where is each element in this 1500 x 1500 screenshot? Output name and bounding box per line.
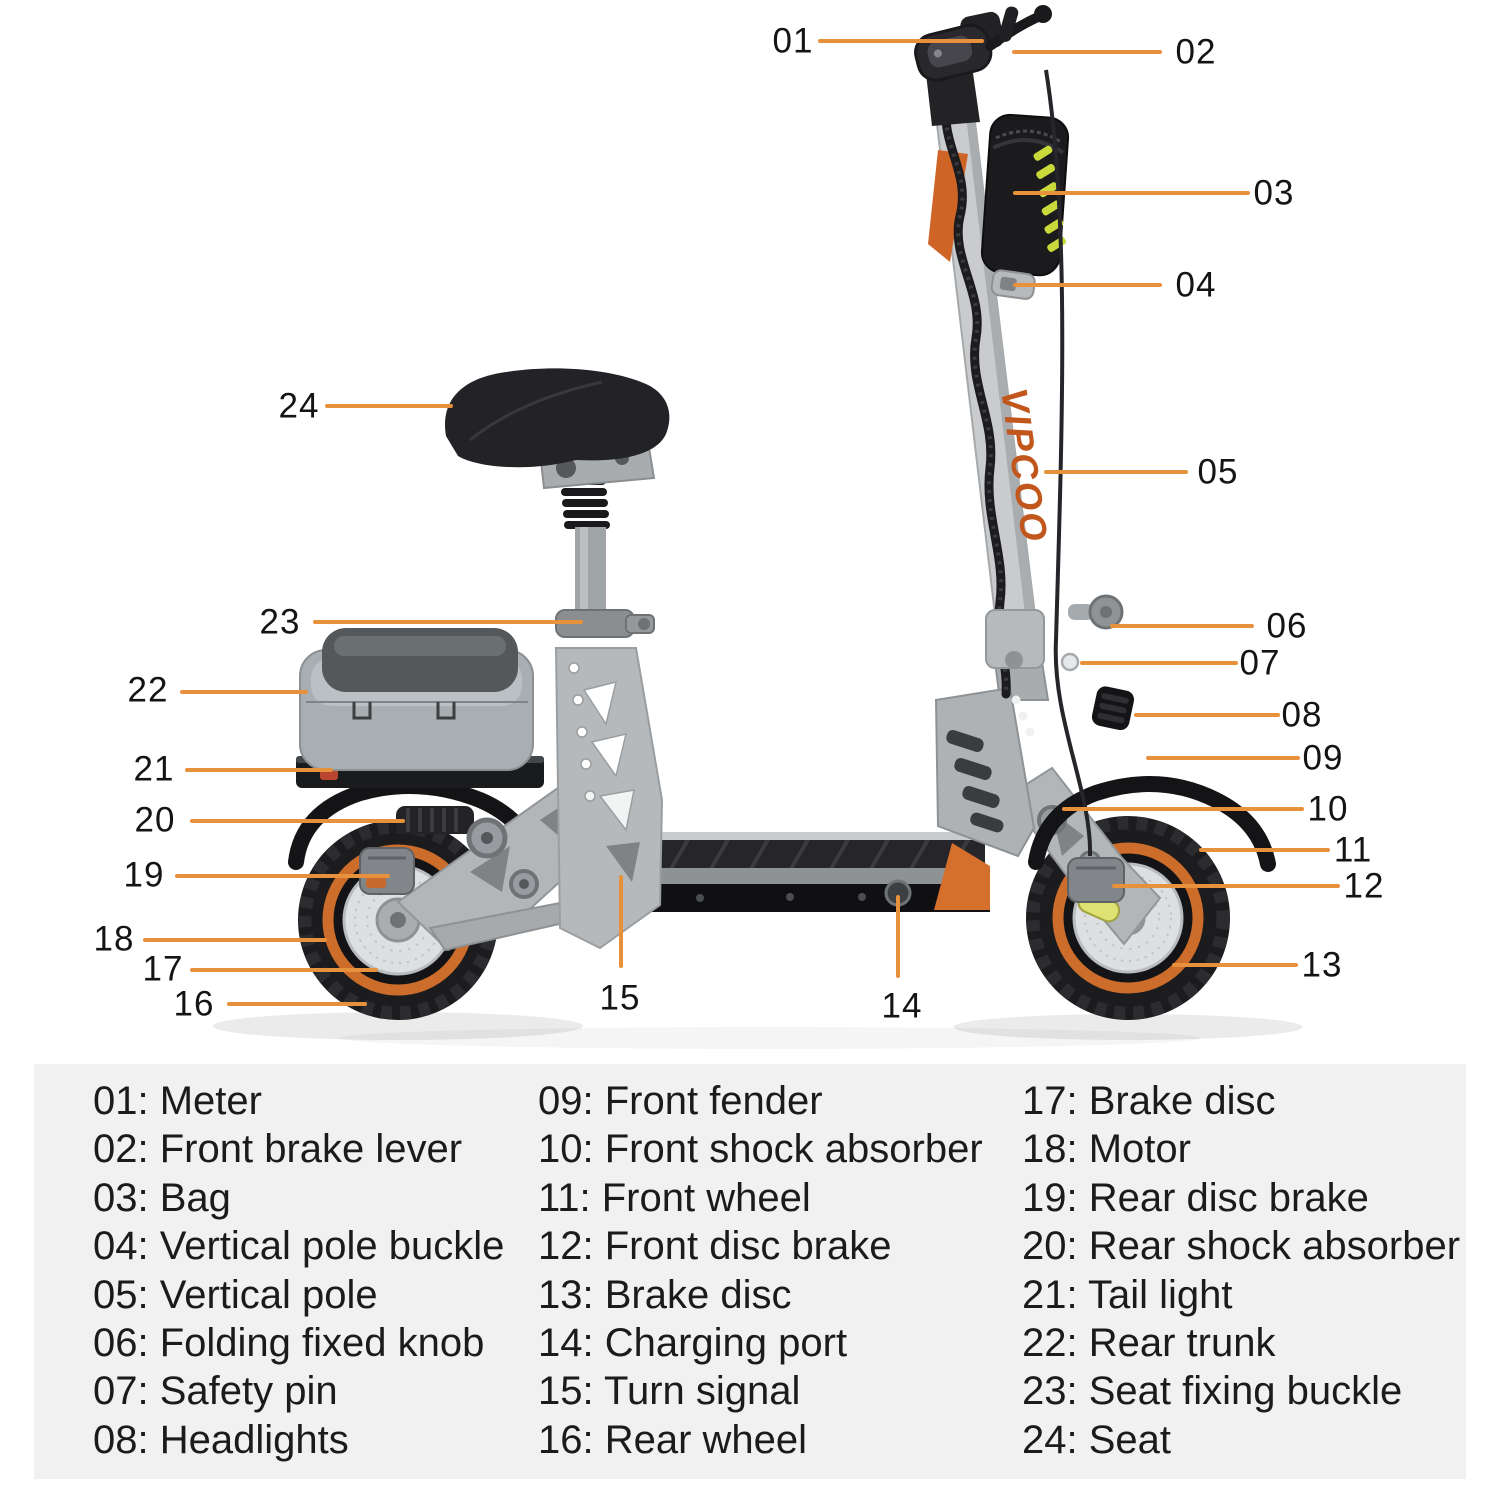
rear-shock-absorber [396, 806, 474, 834]
callout-number-rear-disc-brake: 19 [123, 855, 165, 895]
legend-item-03: 03: Bag [93, 1175, 231, 1220]
ground-shadow [213, 1012, 1303, 1049]
leader-line-front-brake-lever [1012, 49, 1162, 55]
legend-item-06: 06: Folding fixed knob [93, 1321, 485, 1366]
callout-number-motor: 18 [93, 919, 135, 959]
handlebar [914, 5, 1052, 126]
leader-line-rear-disc-brake [175, 873, 390, 879]
leader-line-seat-fixing-buckle [313, 619, 583, 625]
scooter-illustration: VIPCOO [213, 5, 1303, 1049]
legend-item-15: 15: Turn signal [538, 1369, 801, 1414]
front-brake-caliper [1067, 857, 1125, 903]
legend-item-04: 04: Vertical pole buckle [93, 1224, 505, 1269]
leader-line-bag [1013, 190, 1250, 196]
leader-line-rear-wheel [227, 1001, 367, 1007]
callout-number-front-shock-absorber: 10 [1307, 789, 1349, 829]
legend-item-24: 24: Seat [1022, 1417, 1172, 1462]
front-fender [1028, 776, 1276, 872]
leader-line-vertical-pole [1044, 469, 1188, 475]
callout-number-front-fender: 09 [1302, 738, 1344, 778]
callout-number-turn-signal: 15 [599, 978, 641, 1018]
battery-box [598, 884, 990, 912]
leader-line-charging-port [895, 895, 901, 978]
legend-item-21: 21: Tail light [1022, 1272, 1233, 1317]
callout-number-rear-shock-absorber: 20 [134, 800, 176, 840]
legend-item-12: 12: Front disc brake [538, 1224, 892, 1269]
callout-number-brake-disc-rear: 17 [142, 949, 184, 989]
seat-assembly [445, 368, 670, 638]
seat [445, 368, 670, 468]
callout-number-charging-port: 14 [881, 986, 923, 1026]
callout-number-vertical-pole: 05 [1197, 452, 1239, 492]
legend-item-17: 17: Brake disc [1022, 1079, 1276, 1123]
callout-number-seat: 24 [278, 386, 320, 426]
leader-line-front-fender [1146, 755, 1300, 761]
leader-line-motor [143, 937, 327, 943]
legend-item-10: 10: Front shock absorber [538, 1127, 983, 1172]
rear-brake-caliper [359, 847, 415, 895]
meter [914, 23, 993, 82]
callout-number-rear-wheel: 16 [173, 984, 215, 1024]
legend-item-18: 18: Motor [1022, 1127, 1191, 1172]
legend-item-22: 22: Rear trunk [1022, 1321, 1276, 1366]
knob-stem [1068, 604, 1094, 620]
leader-line-rear-trunk [180, 689, 308, 695]
callout-number-bag: 03 [1253, 173, 1295, 213]
legend-item-09: 09: Front fender [538, 1079, 823, 1123]
legend-item-02: 02: Front brake lever [93, 1127, 463, 1172]
deck [594, 832, 990, 912]
legend-item-01: 01: Meter [93, 1079, 262, 1123]
leader-line-front-wheel [1199, 847, 1330, 853]
legend-item-05: 05: Vertical pole [93, 1272, 378, 1317]
leader-line-brake-disc-front [1172, 962, 1298, 968]
callout-number-safety-pin: 07 [1239, 643, 1281, 683]
headlight [1091, 686, 1135, 731]
turn-signal-front-wedge [934, 843, 990, 910]
leader-line-folding-fixed-knob [1110, 623, 1254, 629]
legend-item-20: 20: Rear shock absorber [1022, 1224, 1461, 1269]
legend-item-11: 11: Front wheel [538, 1175, 811, 1220]
leader-line-vertical-pole-buckle [1013, 282, 1162, 288]
safety-pin [1060, 652, 1080, 672]
front-frame [934, 661, 1050, 858]
callout-number-seat-fixing-buckle: 23 [259, 602, 301, 642]
callout-number-vertical-pole-buckle: 04 [1175, 265, 1217, 305]
legend-item-13: 13: Brake disc [538, 1272, 792, 1317]
legend-item-19: 19: Rear disc brake [1022, 1175, 1369, 1220]
callout-number-folding-fixed-knob: 06 [1266, 606, 1308, 646]
seat-support-bracket [554, 647, 664, 950]
callout-number-front-wheel: 11 [1333, 830, 1373, 870]
leader-line-brake-disc-rear [190, 967, 378, 973]
leader-line-meter [818, 38, 984, 44]
leader-line-seat [325, 403, 453, 409]
leader-line-tail-light [185, 767, 333, 773]
callout-number-meter: 01 [772, 21, 814, 61]
callout-number-rear-trunk: 22 [127, 670, 169, 710]
legend-item-23: 23: Seat fixing buckle [1022, 1369, 1403, 1414]
leader-line-front-shock-absorber [1062, 806, 1304, 812]
cables [941, 69, 1093, 857]
callout-number-brake-disc-front: 13 [1301, 945, 1343, 985]
leader-line-front-disc-brake [1112, 883, 1340, 889]
leader-line-headlights [1134, 712, 1280, 718]
legend-item-08: 08: Headlights [93, 1417, 349, 1462]
callout-number-tail-light: 21 [133, 749, 175, 789]
callout-number-front-brake-lever: 02 [1175, 32, 1217, 72]
folding-joint [985, 594, 1124, 672]
leader-line-safety-pin [1080, 660, 1238, 666]
legend-item-14: 14: Charging port [538, 1321, 848, 1366]
leader-line-turn-signal [618, 875, 624, 968]
legend-item-16: 16: Rear wheel [538, 1417, 808, 1462]
leader-line-rear-shock-absorber [190, 818, 405, 824]
callout-number-headlights: 08 [1281, 695, 1323, 735]
legend-item-07: 07: Safety pin [93, 1369, 338, 1414]
callout-number-front-disc-brake: 12 [1343, 866, 1385, 906]
rear-trunk [299, 628, 534, 771]
